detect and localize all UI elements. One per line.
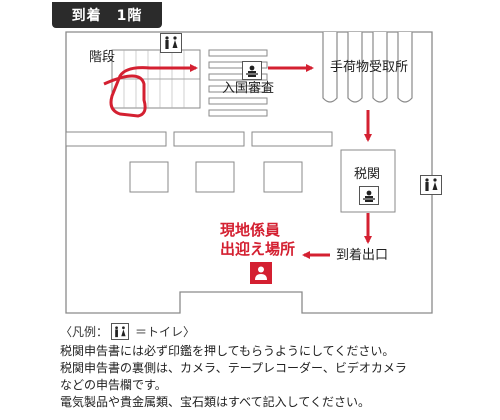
arrival-exit-label: 到着出口 xyxy=(336,248,389,263)
note-line: 税関申告書の裏側は、カメラ、テープレコーダー、ビデオカメラ xyxy=(60,361,407,375)
meeting-point-line1: 現地係員 xyxy=(220,221,281,239)
meeting-point-label: 現地係員 出迎え場所 xyxy=(220,221,295,259)
officer-icon xyxy=(242,61,262,80)
immigration-label: 入国審査 xyxy=(222,81,275,96)
baggage-carousels xyxy=(322,32,413,103)
stairs-label: 階段 xyxy=(89,50,116,65)
note-line: 税関申告書には必ず印鑑を押してもらうようにしてください。 xyxy=(60,344,395,358)
staff-icon xyxy=(250,262,272,284)
booths xyxy=(129,161,303,193)
notes: 税関申告書には必ず印鑑を押してもらうようにしてください。 税関申告書の裏側は、カ… xyxy=(60,343,490,411)
note-line: 電気製品や貴金属類、宝石類はすべて記入してください。 xyxy=(60,395,370,409)
immigration-counters xyxy=(208,49,268,117)
restroom-icon xyxy=(111,323,130,340)
meeting-point-line2: 出迎え場所 xyxy=(220,239,296,258)
restroom-icon xyxy=(420,175,442,195)
floor-title: 到着 1階 xyxy=(52,2,162,28)
customs-label: 税関 xyxy=(354,167,381,182)
restroom-icon xyxy=(160,33,182,53)
map-legend: 〈凡例： ＝トイレ〉 xyxy=(60,323,195,340)
divider-walls xyxy=(65,131,333,147)
legend-open: 〈凡例： xyxy=(60,325,109,339)
route-stairs-arrow xyxy=(103,64,198,118)
legend-equals: ＝トイレ〉 xyxy=(135,325,196,339)
stairs-block xyxy=(111,49,201,109)
officer-icon xyxy=(359,186,379,205)
building-outline xyxy=(65,31,433,314)
baggage-claim-label: 手荷物受取所 xyxy=(330,60,409,75)
floor-map xyxy=(65,31,433,314)
note-line: などの申告欄です。 xyxy=(60,378,167,392)
